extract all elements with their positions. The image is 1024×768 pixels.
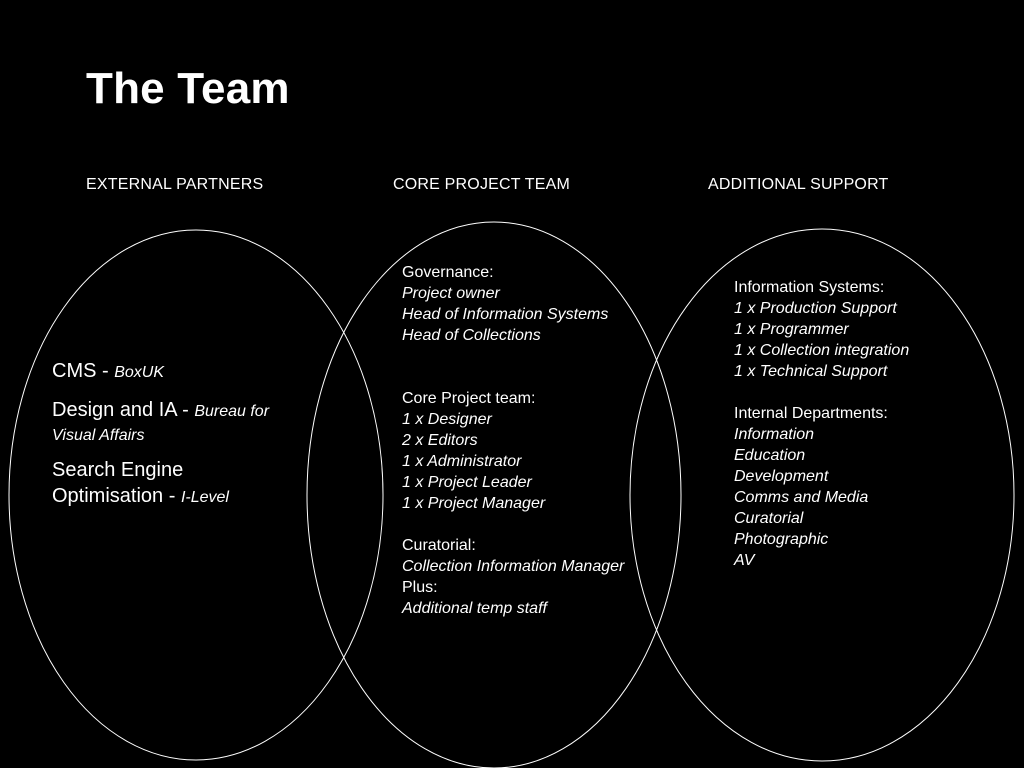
ellipse-core-project-team [306,221,682,768]
plus-heading: Plus: [402,579,438,596]
list-item: Information [734,426,815,443]
partner-label: Search Engine [52,459,184,481]
list-item: Project owner [402,285,500,302]
partner-label: CMS - [52,360,115,382]
ellipse-additional-support [629,228,1015,762]
ellipse-external-partners [8,229,384,761]
partner-label-cont: Optimisation - [52,485,181,507]
list-item: Development [734,468,829,485]
list-item: 1 x Project Manager [402,495,546,512]
core-curatorial: Curatorial: Collection Information Manag… [402,535,624,619]
list-item: 1 x Programmer [734,321,849,338]
heading-additional-support: ADDITIONAL SUPPORT [708,176,889,193]
core-project-team: Core Project team: 1 x Designer 2 x Edit… [402,388,545,514]
partner-label: Design and IA - [52,399,195,421]
list-item: Photographic [734,531,829,548]
heading-external-partners: EXTERNAL PARTNERS [86,176,264,193]
list-item: 1 x Production Support [734,300,897,317]
list-item: AV [734,552,755,569]
list-item: 1 x Technical Support [734,363,888,380]
list-item: Comms and Media [734,489,869,506]
partner-seo: Search Engine Optimisation - I-Level [52,457,229,511]
list-item: Education [734,447,806,464]
partner-name: Bureau for [194,403,270,420]
heading-core-project-team: CORE PROJECT TEAM [393,176,571,193]
governance-heading: Governance: [402,264,494,281]
core-heading: Core Project team: [402,390,536,407]
partner-name: I-Level [180,489,229,506]
curatorial-heading: Curatorial: [402,537,476,554]
partner-design-ia: Design and IA - Bureau for Visual Affair… [52,397,269,447]
is-heading: Information Systems: [734,279,885,296]
support-internal-departments: Internal Departments: Information Educat… [734,403,888,571]
list-item: 2 x Editors [402,432,478,449]
partner-name-cont: Visual Affairs [52,427,145,444]
partner-cms: CMS - BoxUK [52,358,164,386]
support-information-systems: Information Systems: 1 x Production Supp… [734,277,909,382]
depts-heading: Internal Departments: [734,405,888,422]
page-title: The Team [86,64,290,113]
list-item: 1 x Project Leader [402,474,532,491]
list-item: Collection Information Manager [402,558,625,575]
list-item: Additional temp staff [402,600,547,617]
partner-name: BoxUK [114,364,165,381]
list-item: Curatorial [734,510,804,527]
list-item: 1 x Designer [402,411,492,428]
list-item: 1 x Administrator [402,453,522,470]
list-item: Head of Information Systems [402,306,609,323]
list-item: 1 x Collection integration [734,342,910,359]
list-item: Head of Collections [402,327,541,344]
core-governance: Governance: Project owner Head of Inform… [402,262,608,346]
